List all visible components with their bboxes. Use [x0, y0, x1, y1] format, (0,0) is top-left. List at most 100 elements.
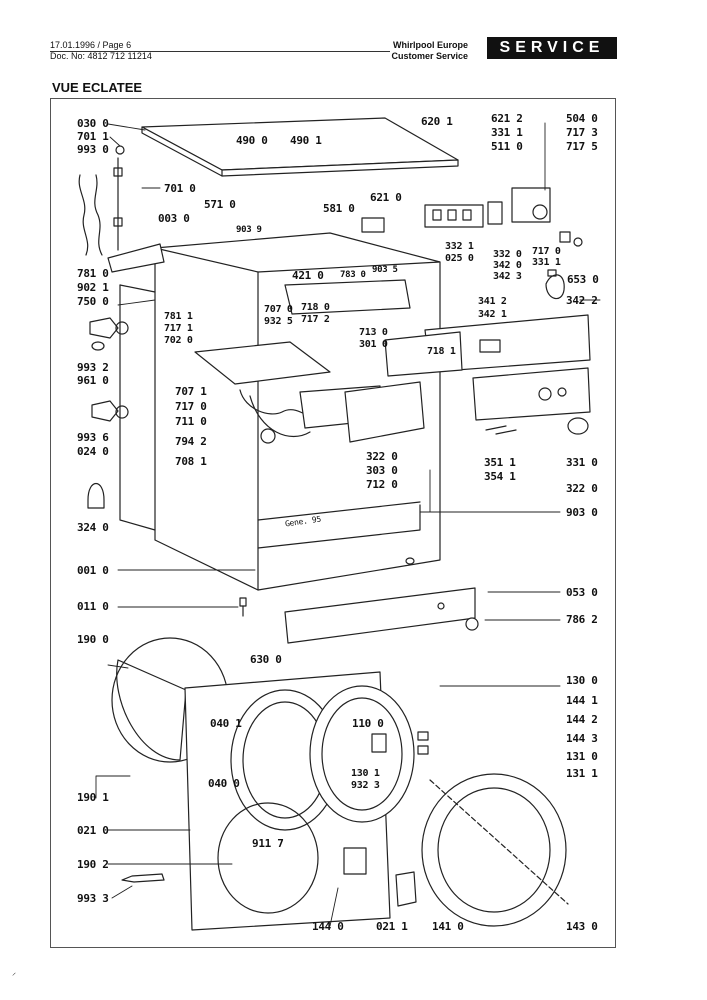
callout-label: 717 2 [301, 314, 330, 325]
callout-label: 342 2 [566, 294, 598, 307]
callout-label: 322 0 [566, 482, 598, 495]
callout-label: 911 7 [252, 837, 284, 850]
callout-label: 144 3 [566, 732, 598, 745]
callout-label: 341 2 [478, 296, 507, 307]
callout-label: 331 1 [532, 257, 561, 268]
callout-label: 717 0 [532, 246, 561, 257]
callout-label: 581 0 [323, 202, 355, 215]
callout-label: 332 0 [493, 249, 522, 260]
callout-label: 794 2 [175, 435, 207, 448]
callout-label: 903 5 [372, 265, 398, 275]
callout-label: 131 0 [566, 750, 598, 763]
callout-label: 322 0 [366, 450, 398, 463]
callout-label: 993 3 [77, 892, 109, 905]
callout-label: 190 1 [77, 791, 109, 804]
callout-label: 331 1 [491, 126, 523, 139]
callout-label: 024 0 [77, 445, 109, 458]
callout-label: 301 0 [359, 339, 388, 350]
department-name: Customer Service [391, 51, 468, 61]
programme-panel [472, 367, 591, 435]
callout-label: 421 0 [292, 269, 324, 282]
callout-label: 750 0 [77, 295, 109, 308]
service-badge: SERVICE [487, 37, 617, 59]
callout-label: 144 1 [566, 694, 598, 707]
callout-label: 783 0 [340, 270, 366, 280]
control-components [361, 187, 583, 300]
front-door-assembly [111, 637, 569, 931]
callout-label: 001 0 [77, 564, 109, 577]
callout-label: 190 0 [77, 633, 109, 646]
callout-label: 993 2 [77, 361, 109, 374]
callout-label: 110 0 [352, 717, 384, 730]
callout-label: 903 9 [236, 225, 262, 235]
leader-lines [95, 122, 601, 927]
callout-label: 490 1 [290, 134, 322, 147]
left-fittings [87, 317, 129, 509]
callout-label: 993 0 [77, 143, 109, 156]
callout-label: 144 0 [312, 920, 344, 933]
callout-label: 342 1 [478, 309, 507, 320]
callout-label: 993 6 [77, 431, 109, 444]
callout-label: 354 1 [484, 470, 516, 483]
callout-label: 144 2 [566, 713, 598, 726]
callout-label: 718 0 [301, 302, 330, 313]
callout-label: 621 0 [370, 191, 402, 204]
callout-label: 011 0 [77, 600, 109, 613]
callout-label: 130 0 [566, 674, 598, 687]
company-name: Whirlpool Europe [393, 40, 468, 50]
callout-label: 571 0 [204, 198, 236, 211]
callout-label: 303 0 [366, 464, 398, 477]
callout-label: 903 0 [566, 506, 598, 519]
callout-label: 781 0 [77, 267, 109, 280]
plinth-part [239, 587, 479, 644]
callout-label: 711 0 [175, 415, 207, 428]
dispenser-assembly [194, 279, 591, 444]
callout-label: 025 0 [445, 253, 474, 264]
callout-label: 143 0 [566, 920, 598, 933]
callout-label: 713 0 [359, 327, 388, 338]
callout-label: 053 0 [566, 586, 598, 599]
callout-label: 712 0 [366, 478, 398, 491]
callout-label: 040 0 [208, 777, 240, 790]
callout-label: 332 1 [445, 241, 474, 252]
callout-label: 702 0 [164, 335, 193, 346]
callout-label: 324 0 [77, 521, 109, 534]
callout-label: 003 0 [158, 212, 190, 225]
callout-label: 932 3 [351, 780, 380, 791]
callout-label: 781 1 [164, 311, 193, 322]
callout-label: 040 1 [210, 717, 242, 730]
callout-label: 707 0 [264, 304, 293, 315]
callout-label: 653 0 [567, 273, 599, 286]
callout-label: 718 1 [427, 346, 456, 357]
callout-label: 717 5 [566, 140, 598, 153]
callout-label: 131 1 [566, 767, 598, 780]
doc-number-text: Doc. No: 4812 712 11214 [50, 51, 152, 61]
corner-mark: ⸝ [12, 968, 16, 977]
callout-label: 331 0 [566, 456, 598, 469]
company-block: Whirlpool Europe Customer Service [388, 40, 468, 62]
callout-label: 504 0 [566, 112, 598, 125]
cabinet-part [119, 232, 441, 591]
callout-label: 511 0 [491, 140, 523, 153]
callout-label: 351 1 [484, 456, 516, 469]
callout-label: 630 0 [250, 653, 282, 666]
callout-label: 708 1 [175, 455, 207, 468]
document-header: 17.01.1996 / Page 6 Doc. No: 4812 712 11… [50, 40, 390, 62]
diagram-frame [50, 98, 616, 948]
callout-label: 030 0 [77, 117, 109, 130]
callout-label: 342 0 [493, 260, 522, 271]
callout-label: 701 1 [77, 130, 109, 143]
callout-label: 620 1 [421, 115, 453, 128]
header-rule [50, 51, 390, 52]
callout-label: 932 5 [264, 316, 293, 327]
top-lid-part [141, 117, 459, 177]
callout-label: 621 2 [491, 112, 523, 125]
wiring-harness-part [78, 145, 165, 273]
callout-label: 717 0 [175, 400, 207, 413]
callout-label: 021 1 [376, 920, 408, 933]
callout-label: 961 0 [77, 374, 109, 387]
callout-label: 707 1 [175, 385, 207, 398]
callout-label: 717 1 [164, 323, 193, 334]
callout-label: 130 1 [351, 768, 380, 779]
